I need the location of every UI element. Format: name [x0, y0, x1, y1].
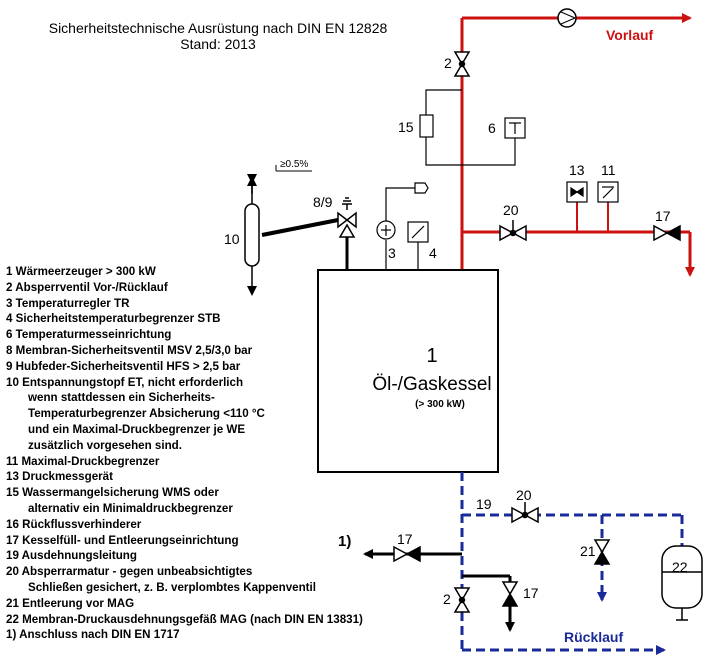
legend-item: 15 Wassermangelsicherung WMS oder: [6, 486, 219, 500]
legend-item: 9 Hubfeder-Sicherheitsventil HFS > 2,5 b…: [6, 359, 241, 373]
return-label: Rücklauf: [564, 629, 623, 645]
legend: 1 Wärmeerzeuger > 300 kW 2 Absperrventil …: [6, 264, 363, 643]
shutoff-valve-supply-icon: [499, 220, 527, 242]
legend-item: 8 Membran-Sicherheitsventil MSV 2,5/3,0 …: [6, 343, 253, 357]
legend-item: 17 Kesselfüll- und Entleerungseinrichtun…: [6, 533, 239, 547]
temperature-controller-icon: [376, 182, 429, 270]
boiler-number: 1: [426, 345, 437, 367]
label-6: 6: [488, 120, 496, 136]
legend-item: 19 Ausdehnungsleitung: [6, 549, 137, 563]
legend-item: 2 Absperrventil Vor-/Rücklauf: [6, 280, 168, 294]
label-20-top: 20: [503, 202, 519, 218]
legend-item-continuation: Temperaturbegrenzer Absicherung <110 °C: [28, 407, 265, 421]
legend-item: 16 Rückflussverhinderer: [6, 517, 142, 531]
legend-item: 6 Temperaturmesseinrichtung: [6, 328, 172, 342]
legend-item: 4 Sicherheitstemperaturbegrenzer STB: [6, 312, 221, 326]
temperature-gauge-icon: [462, 117, 526, 166]
legend-item: 22 Membran-Druckausdehnungsgefäß MAG (na…: [6, 612, 363, 626]
fill-drain-valve-bottom-icon: [462, 574, 519, 632]
title-line-2: Stand: 2013: [180, 36, 256, 52]
boiler: [317, 269, 499, 473]
boiler-name: Öl-/Gaskessel: [372, 374, 491, 395]
fill-drain-valve-right-icon: [653, 224, 681, 242]
pump-icon: [557, 8, 577, 28]
label-20-bottom: 20: [516, 487, 532, 503]
label-17-left: 17: [397, 531, 413, 547]
legend-item: 1) Anschluss nach DIN EN 1717: [6, 628, 180, 642]
pressure-gauge-icon: [566, 181, 588, 203]
shutoff-valve-top-icon: [453, 51, 471, 77]
legend-item: 20 Absperrarmatur - gegen unbeabsichtigt…: [6, 565, 253, 579]
safety-valve-icon: [337, 197, 357, 270]
legend-item: 11 Maximal-Druckbegrenzer: [6, 454, 160, 468]
label-19: 19: [476, 496, 492, 512]
label-17-right: 17: [655, 208, 671, 224]
label-15: 15: [398, 119, 414, 135]
shutoff-valve-bottom-icon: [453, 587, 471, 613]
slope-indicator: [275, 165, 312, 172]
legend-item-continuation: wenn stattdessen ein Sicherheits-: [28, 391, 215, 405]
drain-valve-mag-icon: [593, 539, 611, 565]
diagram-title: Sicherheitstechnische Ausrüstung nach DI…: [18, 20, 418, 52]
label-17-bottom: 17: [523, 585, 539, 601]
label-10: 10: [224, 231, 240, 247]
label-11: 11: [601, 162, 616, 178]
legend-item: 1 Wärmeerzeuger > 300 kW: [6, 265, 156, 278]
slope-label: ≥0.5%: [280, 159, 308, 170]
legend-item: 10 Entspannungstopf ET, nicht erforderli…: [6, 375, 244, 389]
label-2-bottom: 2: [443, 591, 451, 607]
label-4: 4: [429, 245, 437, 261]
label-22: 22: [672, 559, 688, 575]
title-line-1: Sicherheitstechnische Ausrüstung nach DI…: [48, 20, 388, 36]
expansion-trap-icon: [244, 174, 260, 296]
safety-temperature-limiter-icon: [407, 221, 429, 270]
legend-item: 3 Temperaturregler TR: [6, 296, 130, 310]
max-pressure-limiter-icon: [597, 181, 619, 203]
expansion-vessel-icon: [661, 545, 703, 621]
return-pipe: [460, 472, 684, 655]
boiler-capacity: (> 300 kW): [415, 399, 465, 410]
legend-item: 21 Entleerung vor MAG: [6, 596, 135, 610]
legend-item-continuation: zusätzlich vorgesehen sind.: [28, 438, 182, 452]
label-8-9: 8/9: [313, 194, 333, 210]
supply-label: Vorlauf: [606, 27, 654, 43]
legend-item-continuation: alternativ ein Minimaldruckbegrenzer: [28, 501, 233, 515]
fill-drain-valve-left-icon: [393, 545, 421, 563]
legend-item-continuation: und ein Maximal-Druckbegrenzer je WE: [28, 422, 246, 436]
label-3: 3: [388, 245, 396, 261]
blow-off-line: [261, 218, 339, 237]
legend-item: 13 Druckmessgerät: [6, 470, 113, 484]
water-shortage-safety-icon: [419, 89, 462, 166]
label-13: 13: [569, 162, 585, 178]
label-connection-1: 1): [338, 533, 351, 550]
shutoff-valve-return-icon: [511, 502, 539, 524]
legend-item-continuation: Schließen gesichert, z. B. verplombtes K…: [28, 580, 316, 594]
label-2-top: 2: [444, 55, 452, 71]
label-21: 21: [580, 543, 596, 559]
